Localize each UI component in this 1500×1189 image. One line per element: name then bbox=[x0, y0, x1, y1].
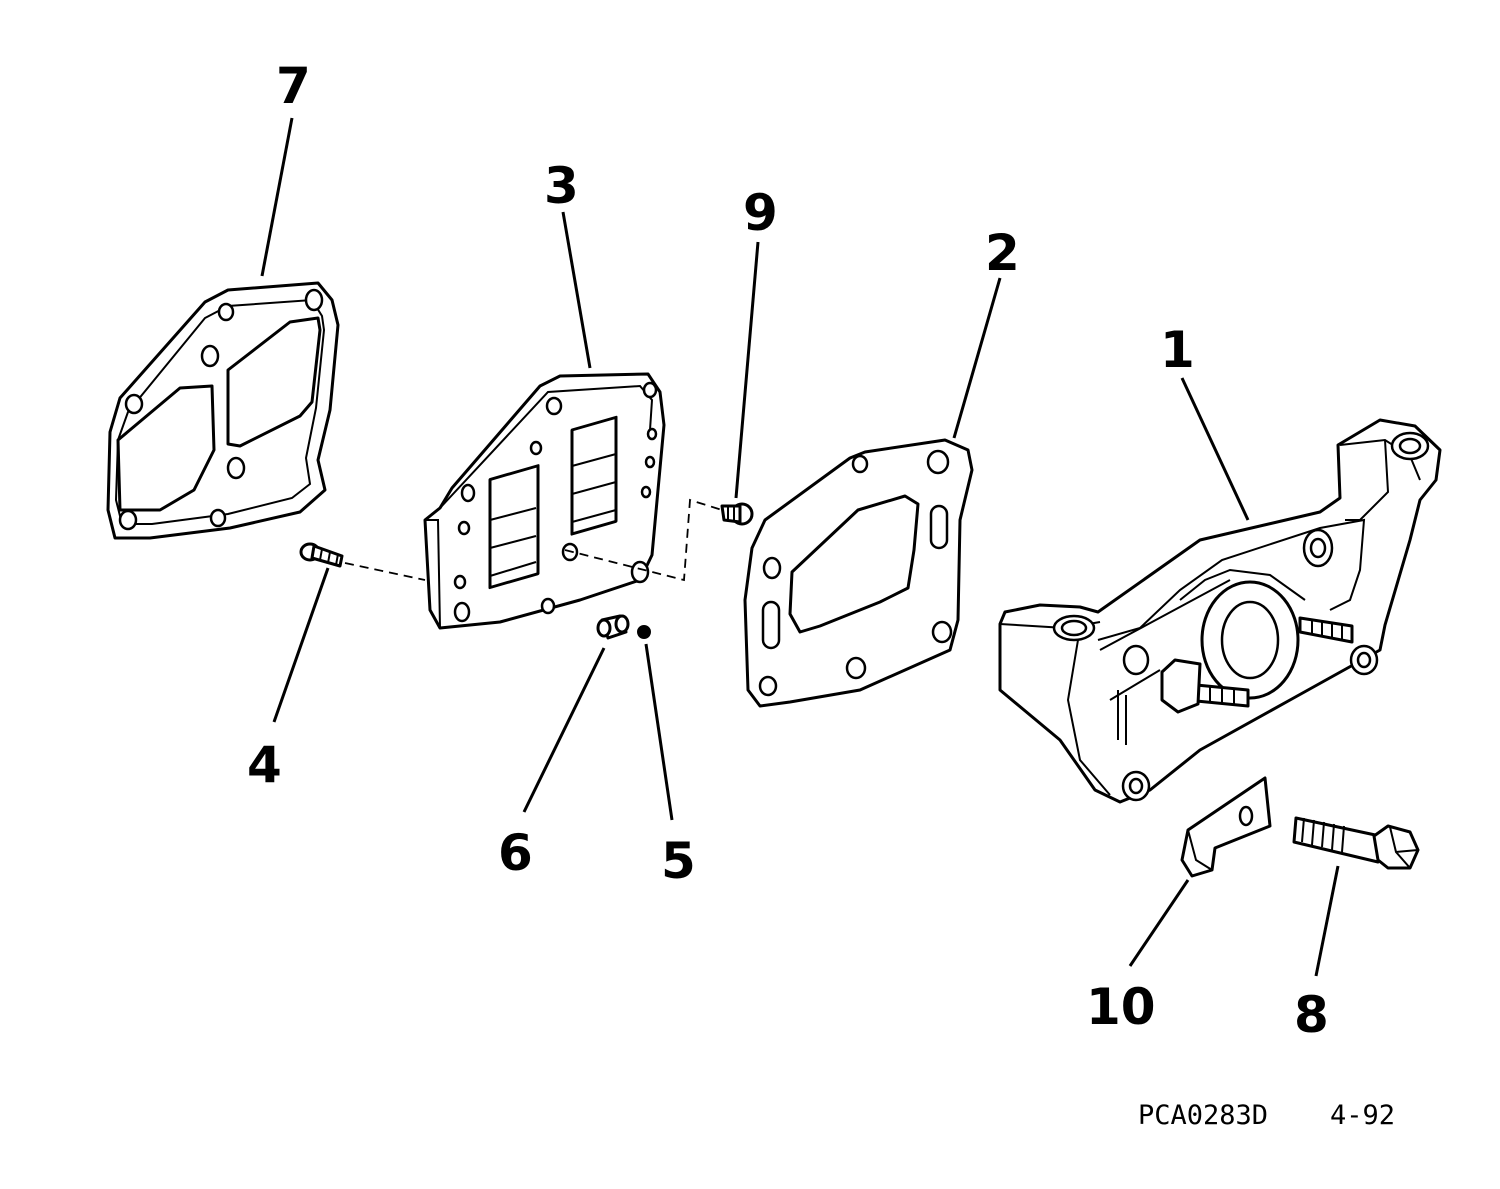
leader-9 bbox=[734, 241, 760, 499]
part-9-screw bbox=[720, 502, 754, 526]
part-5-ball bbox=[637, 625, 651, 639]
leader-3 bbox=[561, 211, 592, 369]
leader-7 bbox=[260, 117, 294, 277]
alignment-line-4 bbox=[344, 562, 426, 581]
callout-1: 1 bbox=[1160, 321, 1195, 379]
figure-code: PCA0283D bbox=[1138, 1100, 1268, 1131]
leader-2 bbox=[952, 277, 1002, 439]
callout-7: 7 bbox=[276, 57, 311, 115]
leader-1 bbox=[1180, 377, 1250, 521]
part-8-bolt bbox=[1292, 816, 1420, 870]
callout-5: 5 bbox=[661, 832, 696, 890]
callout-3: 3 bbox=[544, 157, 579, 215]
callout-6: 6 bbox=[498, 824, 533, 882]
callout-9: 9 bbox=[743, 184, 778, 242]
leader-8 bbox=[1314, 865, 1340, 977]
leader-4 bbox=[272, 567, 330, 723]
part-4-screw bbox=[299, 542, 344, 568]
part-1-housing bbox=[998, 418, 1442, 804]
leader-5 bbox=[644, 643, 674, 821]
callout-4: 4 bbox=[247, 736, 282, 794]
leader-10 bbox=[1128, 879, 1190, 967]
part-3-reed-plate bbox=[423, 372, 666, 630]
figure-date: 4-92 bbox=[1330, 1100, 1395, 1131]
part-7-gasket bbox=[106, 281, 340, 540]
part-6-pin bbox=[596, 614, 630, 640]
callout-2: 2 bbox=[985, 224, 1020, 282]
callout-8: 8 bbox=[1294, 986, 1329, 1044]
part-10-clamp bbox=[1180, 776, 1272, 878]
callout-10: 10 bbox=[1086, 978, 1156, 1036]
alignment-line-9 bbox=[564, 498, 723, 582]
part-2-gasket bbox=[743, 438, 974, 708]
leader-6 bbox=[522, 647, 606, 813]
